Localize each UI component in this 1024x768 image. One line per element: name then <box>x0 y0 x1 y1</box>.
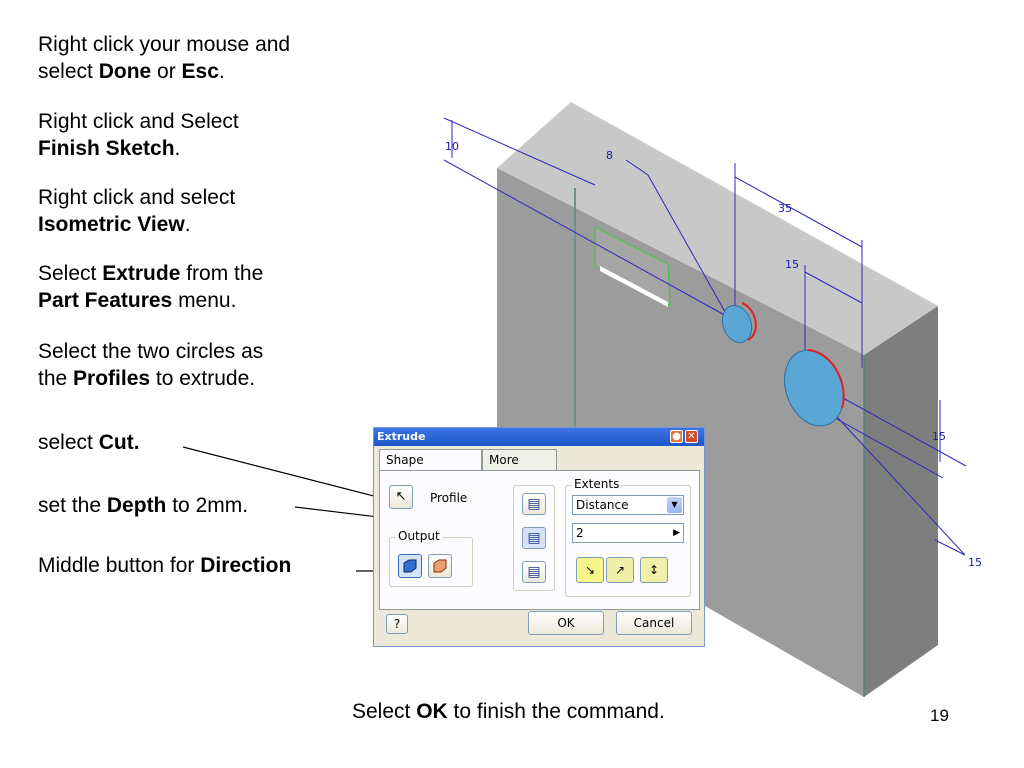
step1-line1: Right click your mouse and <box>38 33 291 56</box>
dim-15-line <box>804 271 863 304</box>
direction-keyword: Direction <box>200 554 292 577</box>
dialog-title-bar: Extrude ● ✕ <box>374 428 704 446</box>
instruction-step4: Select Extrude from the Part Features me… <box>38 260 263 314</box>
dim-8-leader <box>625 159 649 176</box>
instruction-step2: Right click and Select Finish Sketch. <box>38 108 239 162</box>
page-number: 19 <box>930 706 949 725</box>
bottom-text2: to finish the command. <box>447 700 665 723</box>
cut-operation-icon[interactable]: ▤ <box>522 527 546 549</box>
extents-label: Extents <box>572 477 622 491</box>
shape-tab-panel: ↖ Profile Output ▤ ▤ ▤ Extents Distance … <box>379 470 700 610</box>
solid-output-icon[interactable] <box>398 554 422 578</box>
profile-button[interactable]: ↖ <box>389 485 413 509</box>
help-title-icon[interactable]: ● <box>670 430 683 443</box>
instruction-step5: Select the two circles as the Profiles t… <box>38 338 263 392</box>
step7-text2: to 2mm. <box>166 494 249 517</box>
profiles-keyword: Profiles <box>73 367 151 390</box>
cut-keyword: Cut. <box>98 431 140 454</box>
step2-period: . <box>174 137 181 160</box>
step4-text3: menu. <box>172 289 237 312</box>
block-top-face <box>497 102 938 355</box>
block-side-face <box>864 306 938 697</box>
help-button[interactable]: ? <box>386 614 408 634</box>
close-icon[interactable]: ✕ <box>685 430 698 443</box>
output-group: Output <box>389 529 473 587</box>
small-circle-edge <box>741 302 757 341</box>
step5-text2: to extrude. <box>150 367 256 390</box>
surface-output-icon[interactable] <box>428 554 452 578</box>
step4-text2: from the <box>180 262 264 285</box>
profile-label: Profile <box>430 491 468 505</box>
distance-arrow-icon[interactable]: ▶ <box>673 528 680 538</box>
extents-group: Extents <box>565 477 691 597</box>
distance-value: 2 <box>576 526 584 540</box>
dim-35-line <box>734 176 863 248</box>
dim-10-leader <box>443 117 596 186</box>
step3-line1: Right click and select <box>38 186 236 209</box>
bottom-instruction: Select OK to finish the command. <box>352 700 665 724</box>
finish-sketch-keyword: Finish Sketch <box>38 137 175 160</box>
dim-15-top-label: 15 <box>785 258 799 271</box>
extents-value: Distance <box>576 498 629 512</box>
dim-8-leader2 <box>647 174 734 327</box>
extents-select[interactable]: Distance ▼ <box>572 495 684 515</box>
dim-15-right-line2 <box>834 417 944 479</box>
join-operation-icon[interactable]: ▤ <box>522 493 546 515</box>
rect-feature <box>594 226 671 307</box>
direction-symmetric-icon[interactable]: ↕ <box>640 557 668 583</box>
isometric-view-keyword: Isometric View <box>38 213 185 236</box>
step1-period: . <box>218 60 225 83</box>
dim-15-diameter-tail <box>934 539 966 556</box>
step1-or: or <box>151 60 182 83</box>
direction-one-icon[interactable]: ↘ <box>576 557 604 583</box>
cancel-button[interactable]: Cancel <box>616 611 692 635</box>
operation-group <box>513 485 555 591</box>
extrude-keyword: Extrude <box>102 262 181 285</box>
step5-line1: Select the two circles as <box>38 340 264 363</box>
instruction-step8: Middle button for Direction <box>38 552 291 579</box>
esc-keyword: Esc <box>181 60 219 83</box>
step6-text: select <box>38 431 99 454</box>
dim-10-leader2 <box>443 159 731 319</box>
dim-35-label: 35 <box>778 202 792 215</box>
chevron-down-icon[interactable]: ▼ <box>667 497 682 513</box>
direction-two-icon[interactable]: ↗ <box>606 557 634 583</box>
step5-text: the <box>38 367 74 390</box>
tab-more[interactable]: More <box>482 449 557 471</box>
dim-10-label: 10 <box>445 140 459 153</box>
output-label: Output <box>396 529 442 543</box>
step7-text: set the <box>38 494 107 517</box>
bottom-text1: Select <box>352 700 417 723</box>
step8-text: Middle button for <box>38 554 201 577</box>
distance-input[interactable]: 2 ▶ <box>572 523 684 543</box>
intersect-operation-icon[interactable]: ▤ <box>522 561 546 583</box>
ok-keyword: OK <box>416 700 448 723</box>
dialog-title: Extrude <box>377 430 426 443</box>
dim-15-right-line1 <box>824 387 967 467</box>
step2-line1: Right click and Select <box>38 110 239 133</box>
dim-15-right-label: 15 <box>932 430 946 443</box>
instruction-step7: set the Depth to 2mm. <box>38 492 248 519</box>
dim-8-label: 8 <box>606 149 613 162</box>
rect-feature-slot <box>600 266 668 307</box>
part-features-keyword: Part Features <box>38 289 173 312</box>
step3-period: . <box>184 213 191 236</box>
instruction-step3: Right click and select Isometric View. <box>38 184 235 238</box>
instruction-step6: select Cut. <box>38 429 140 456</box>
step4-text: Select <box>38 262 103 285</box>
done-keyword: Done <box>98 60 152 83</box>
large-circle-edge <box>807 349 845 409</box>
extrude-dialog: Extrude ● ✕ Shape More ↖ Profile Output … <box>373 427 705 647</box>
instruction-step1: Right click your mouse and select Done o… <box>38 31 290 85</box>
ok-button[interactable]: OK <box>528 611 604 635</box>
tab-shape[interactable]: Shape <box>379 449 482 471</box>
step1-text: select <box>38 60 99 83</box>
depth-keyword: Depth <box>106 494 167 517</box>
dim-15-diameter-label: 15 <box>968 556 982 569</box>
small-circle-profile <box>721 305 753 343</box>
